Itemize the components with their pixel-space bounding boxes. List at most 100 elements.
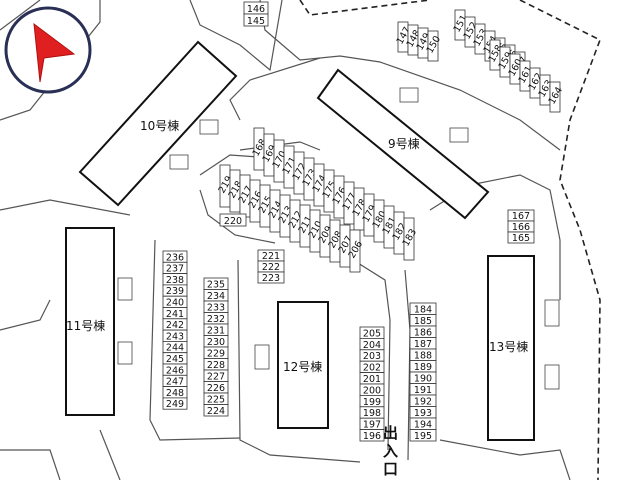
- parking-space-number: 204: [363, 340, 381, 351]
- parking-space-number: 192: [414, 397, 432, 408]
- parking-space-number: 201: [363, 374, 381, 385]
- parking-space[interactable]: 227: [203, 369, 229, 383]
- parking-space[interactable]: 185: [409, 314, 437, 328]
- parking-space[interactable]: 225: [203, 392, 229, 406]
- parking-space[interactable]: 226: [203, 381, 229, 395]
- parking-space[interactable]: 229: [203, 346, 229, 360]
- parking-space[interactable]: 238: [162, 273, 188, 286]
- parking-space[interactable]: 224: [203, 404, 229, 418]
- parking-space[interactable]: 246: [162, 363, 188, 376]
- parking-space[interactable]: 200: [359, 383, 385, 396]
- parking-space[interactable]: 187: [409, 337, 437, 351]
- parking-space[interactable]: 194: [409, 417, 437, 431]
- parking-space[interactable]: 222: [257, 260, 285, 273]
- parking-space[interactable]: 228: [203, 358, 229, 372]
- parking-space[interactable]: 196: [359, 429, 385, 442]
- parking-space[interactable]: 188: [409, 348, 437, 362]
- parking-space[interactable]: 242: [162, 318, 188, 331]
- parking-space[interactable]: 233: [203, 300, 229, 314]
- building-10[interactable]: 10号棟: [78, 40, 238, 207]
- parking-space[interactable]: 145: [243, 13, 269, 27]
- parking-space[interactable]: 244: [162, 340, 188, 354]
- building-11-label: 11号棟: [66, 318, 105, 333]
- parking-space-number: 225: [207, 395, 225, 406]
- parking-space[interactable]: 146: [243, 1, 269, 15]
- parking-space[interactable]: 234: [203, 289, 229, 303]
- parking-space[interactable]: 235: [203, 277, 229, 291]
- parking-space-number: 184: [414, 305, 432, 316]
- parking-space[interactable]: 221: [257, 249, 285, 262]
- parking-space-number: 187: [414, 339, 432, 350]
- building-12-label: 12号棟: [283, 359, 322, 374]
- parking-space[interactable]: 192: [409, 394, 437, 408]
- parking-space-number: 196: [363, 431, 381, 442]
- parking-space[interactable]: 237: [162, 261, 188, 275]
- parking-space[interactable]: 223: [257, 271, 285, 284]
- parking-space-number: 222: [262, 262, 280, 273]
- parking-space-box: [257, 271, 285, 284]
- parking-space[interactable]: 232: [203, 312, 229, 326]
- parking-space[interactable]: 167: [507, 209, 535, 222]
- parking-space-number: 229: [207, 349, 225, 360]
- parking-space[interactable]: 239: [162, 284, 188, 297]
- entrance-char-2: 入: [383, 442, 398, 460]
- parking-space[interactable]: 248: [162, 386, 188, 399]
- entrance-char-3: 口: [383, 460, 398, 478]
- parking-space[interactable]: 201: [359, 372, 385, 385]
- parking-space[interactable]: 197: [359, 417, 385, 431]
- parking-space-number: 191: [414, 385, 432, 396]
- parking-space[interactable]: 240: [162, 295, 188, 309]
- parking-space[interactable]: 193: [409, 406, 437, 420]
- parking-space[interactable]: 241: [162, 307, 188, 320]
- parking-space[interactable]: 184: [409, 302, 437, 316]
- parking-space-number: 245: [166, 354, 184, 365]
- parking-space[interactable]: 198: [359, 406, 385, 419]
- north-arrow-icon: [4, 6, 92, 94]
- parking-space[interactable]: 247: [162, 374, 188, 388]
- parking-space[interactable]: 189: [409, 360, 437, 374]
- building-9[interactable]: 9号棟: [316, 68, 490, 220]
- parking-space[interactable]: 166: [507, 220, 535, 233]
- parking-space[interactable]: 195: [409, 429, 437, 443]
- property-boundary: [299, 0, 602, 480]
- parking-space-number: 166: [512, 222, 530, 233]
- parking-space-number: 237: [166, 264, 184, 275]
- utility-boxes: [117, 87, 560, 390]
- parking-space-number: 231: [207, 326, 225, 337]
- parking-space[interactable]: 186: [409, 325, 437, 339]
- parking-space[interactable]: 230: [203, 335, 229, 349]
- parking-space[interactable]: 245: [162, 352, 188, 365]
- parking-space-number: 189: [414, 362, 432, 373]
- parking-space[interactable]: 191: [409, 383, 437, 397]
- building-9-label: 9号棟: [388, 136, 420, 151]
- parking-space-number: 146: [247, 4, 265, 15]
- parking-space-number: 230: [207, 337, 225, 348]
- parking-space[interactable]: 231: [203, 323, 229, 337]
- parking-space-number: 194: [414, 420, 432, 431]
- parking-space[interactable]: 190: [409, 371, 437, 385]
- parking-space[interactable]: 205: [359, 326, 385, 339]
- parking-space[interactable]: 243: [162, 329, 188, 342]
- parking-space-number: 232: [207, 314, 225, 325]
- parking-space[interactable]: 202: [359, 360, 385, 374]
- building-13[interactable]: 13号棟: [487, 255, 535, 441]
- parking-space-number: 199: [363, 397, 381, 408]
- parking-space[interactable]: 236: [162, 250, 188, 263]
- entrance-label: 出 入 口: [383, 424, 398, 478]
- parking-space-number: 248: [166, 388, 184, 399]
- parking-space-number: 246: [166, 365, 184, 376]
- parking-space[interactable]: 199: [359, 394, 385, 408]
- parking-space[interactable]: 165: [507, 231, 535, 244]
- parking-space[interactable]: 220: [219, 213, 247, 227]
- parking-space-number: 244: [166, 343, 184, 354]
- parking-space[interactable]: 203: [359, 349, 385, 362]
- building-11[interactable]: 11号棟: [65, 227, 115, 416]
- parking-space-number: 247: [166, 377, 184, 388]
- building-12[interactable]: 12号棟: [277, 301, 329, 429]
- parking-space[interactable]: 249: [162, 397, 188, 410]
- parking-space[interactable]: 204: [359, 337, 385, 351]
